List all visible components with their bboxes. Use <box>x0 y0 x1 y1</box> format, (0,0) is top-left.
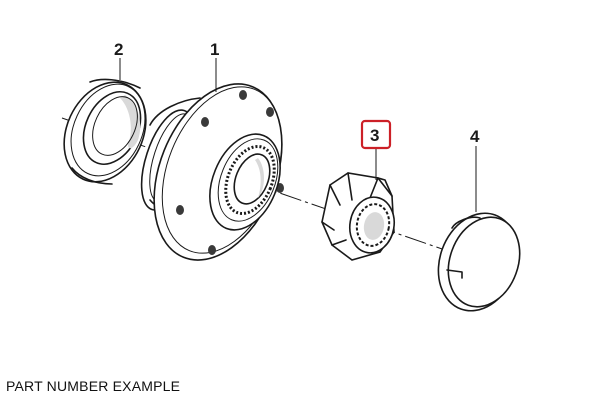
part-hex-nut[interactable] <box>321 172 399 261</box>
part-seal-ring[interactable] <box>49 69 162 195</box>
callout-1: 1 <box>210 40 219 59</box>
caption: PART NUMBER EXAMPLE <box>6 378 181 394</box>
part-dust-cap[interactable] <box>425 202 531 322</box>
callout-4: 4 <box>470 127 480 146</box>
highlight-box-3 <box>360 119 392 150</box>
part-wheel-hub[interactable] <box>130 65 306 279</box>
callout-3[interactable]: 3 <box>370 126 379 145</box>
callout-2: 2 <box>114 40 123 59</box>
